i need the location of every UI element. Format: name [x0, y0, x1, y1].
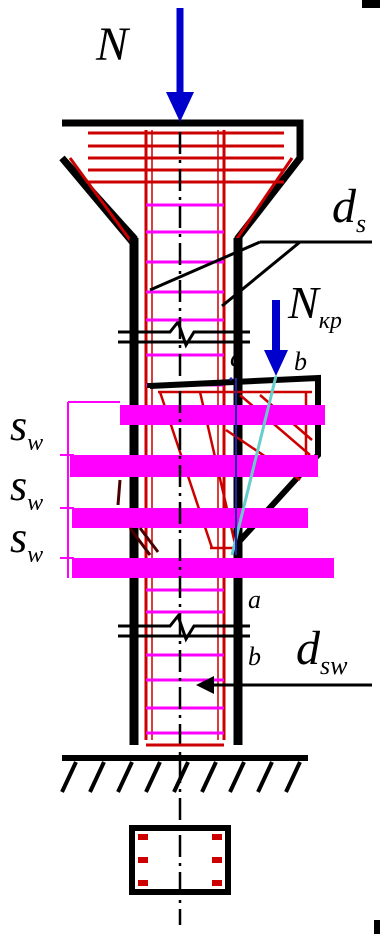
label-a-top: a [230, 343, 243, 372]
inclined-section [228, 375, 278, 556]
label-n: N [95, 18, 131, 71]
head-rebars [68, 131, 294, 241]
force-n-arrow [166, 8, 194, 122]
cross-section [129, 825, 231, 895]
spacing-dimension [60, 401, 120, 578]
label-sw-3: sw [10, 513, 43, 568]
label-sw-2: sw [10, 461, 43, 516]
corner-mark [362, 0, 380, 8]
force-nkr-arrow [264, 300, 288, 376]
ds-leader [149, 240, 372, 308]
dsw-leader [196, 676, 372, 694]
corner-mark-bottom [374, 920, 380, 934]
label-b-top: b [294, 347, 307, 376]
label-sw-1: sw [10, 401, 43, 456]
foundation [60, 755, 308, 793]
corbel-outline [147, 374, 321, 548]
label-ds: ds [332, 180, 366, 238]
corbel-stirrups [70, 405, 334, 578]
break-lines [118, 318, 250, 643]
label-a-bottom: a [248, 585, 261, 614]
label-dsw: dsw [296, 622, 348, 680]
left-hatching [116, 479, 160, 556]
label-n-kr: Nкр [287, 277, 342, 334]
label-b-bottom: b [248, 642, 261, 671]
column-shaft [129, 130, 243, 745]
